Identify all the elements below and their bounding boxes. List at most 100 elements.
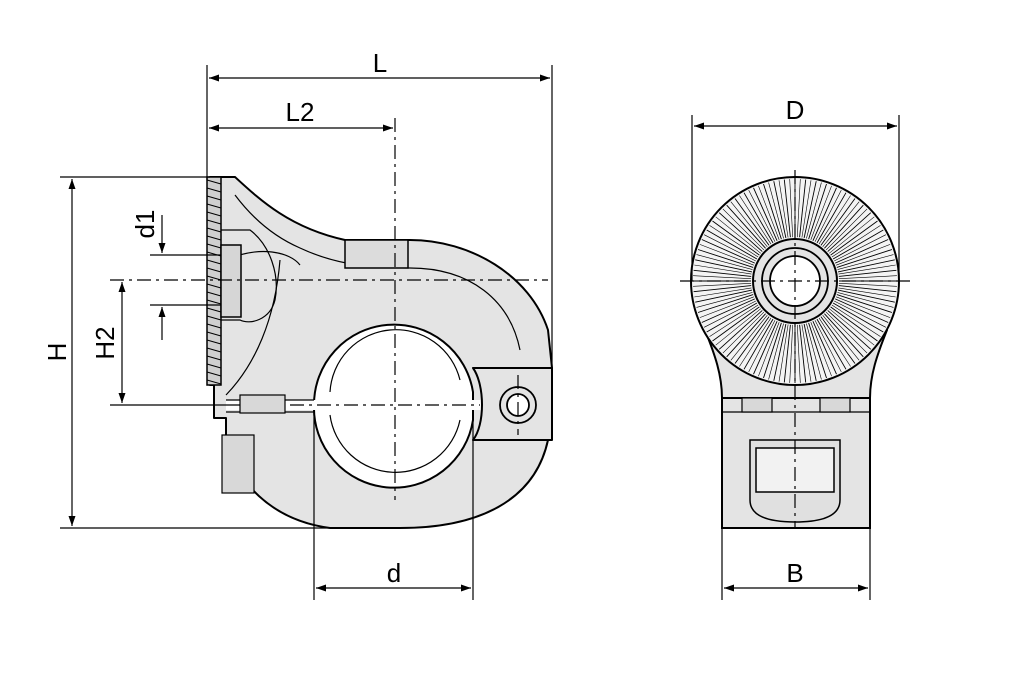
grip-fin bbox=[837, 292, 894, 308]
grip-fin bbox=[722, 311, 765, 354]
grip-fin bbox=[694, 287, 752, 298]
grip-fin bbox=[825, 311, 868, 354]
grip-fin bbox=[825, 208, 868, 251]
grip-fin bbox=[827, 310, 872, 350]
grip-fin bbox=[824, 204, 864, 249]
grip-fin bbox=[814, 189, 842, 242]
grip-fin bbox=[722, 208, 765, 251]
grip-fin bbox=[743, 318, 774, 370]
grip-fin bbox=[820, 198, 856, 246]
grip-fin bbox=[778, 324, 789, 382]
grip-fin bbox=[773, 181, 787, 239]
grip-fin bbox=[838, 275, 897, 279]
grip-fin bbox=[838, 264, 896, 275]
grip-fin bbox=[697, 294, 754, 313]
label-d1: d1 bbox=[130, 210, 160, 239]
grip-fin bbox=[773, 323, 787, 381]
grip-fin bbox=[696, 254, 753, 270]
grip-fin bbox=[783, 179, 791, 238]
grip-fin bbox=[753, 187, 778, 241]
grip-fin bbox=[730, 201, 768, 247]
label-d: d bbox=[387, 558, 401, 588]
side-view: L L2 H H2 d1 d bbox=[42, 48, 553, 600]
grip-fin bbox=[703, 300, 756, 328]
grip-fin bbox=[837, 254, 894, 270]
label-D: D bbox=[786, 95, 805, 125]
grip-fin bbox=[706, 229, 758, 260]
label-B: B bbox=[786, 558, 803, 588]
front-hinge-tab-2 bbox=[819, 397, 851, 413]
serration-teeth bbox=[206, 179, 222, 385]
grip-fin bbox=[801, 180, 812, 238]
grip-fin bbox=[696, 292, 753, 308]
grip-fin bbox=[832, 229, 884, 260]
grip-fin bbox=[799, 324, 807, 383]
grip-fin bbox=[789, 179, 793, 238]
grip-fin bbox=[697, 249, 754, 268]
grip-fin bbox=[829, 216, 875, 254]
grip-fin bbox=[806, 182, 822, 239]
grip-disc-fins bbox=[693, 179, 897, 383]
grip-fin bbox=[712, 306, 760, 342]
grip-fin bbox=[816, 318, 847, 370]
grip-fin bbox=[830, 306, 878, 342]
grip-fin bbox=[837, 259, 895, 273]
grip-fin bbox=[806, 323, 822, 380]
grip-fin bbox=[693, 283, 752, 287]
bore-rim bbox=[329, 329, 461, 473]
top-band bbox=[344, 239, 409, 269]
grip-fin bbox=[783, 324, 791, 383]
grip-fin bbox=[718, 310, 763, 350]
grip-fin bbox=[734, 198, 770, 246]
grip-fin bbox=[835, 298, 889, 323]
grip-fin bbox=[715, 216, 761, 254]
grip-fin bbox=[827, 212, 872, 252]
grip-fin bbox=[838, 283, 897, 287]
grip-fin bbox=[834, 300, 887, 328]
label-H: H bbox=[42, 343, 72, 362]
grip-fin bbox=[768, 323, 784, 380]
grip-fin bbox=[801, 324, 812, 382]
grip-fin bbox=[808, 183, 827, 240]
grip-fin bbox=[734, 316, 770, 364]
grip-fin bbox=[799, 179, 807, 238]
front-hinge-tab-1 bbox=[741, 397, 773, 413]
grip-fin bbox=[763, 322, 782, 379]
grip-fin bbox=[703, 234, 756, 262]
grip-fin bbox=[712, 220, 760, 256]
grip-fin bbox=[831, 225, 881, 258]
grip-fin bbox=[739, 195, 772, 245]
grip-fin bbox=[694, 264, 752, 275]
grip-fin bbox=[763, 183, 782, 240]
grip-fin bbox=[726, 204, 766, 249]
label-L: L bbox=[373, 48, 387, 78]
grip-fin bbox=[816, 192, 847, 244]
grip-fin bbox=[830, 220, 878, 256]
grip-fin bbox=[803, 323, 817, 381]
collar-pocket bbox=[221, 229, 277, 323]
grip-fin bbox=[822, 315, 860, 361]
grip-fin bbox=[834, 234, 887, 262]
grip-fin bbox=[810, 185, 832, 241]
grip-fin bbox=[693, 269, 752, 277]
grip-fin bbox=[743, 192, 774, 244]
grip-fin bbox=[812, 321, 837, 375]
grip-fin bbox=[820, 316, 856, 364]
grip-fin bbox=[758, 321, 780, 377]
grip-fin bbox=[835, 239, 889, 264]
grip-fin bbox=[797, 179, 801, 238]
grip-fin bbox=[695, 289, 753, 303]
grip-fin bbox=[838, 285, 897, 293]
grip-fin bbox=[699, 296, 755, 318]
label-H2: H2 bbox=[90, 326, 120, 359]
grip-fin bbox=[832, 302, 884, 333]
lower-lug bbox=[221, 434, 255, 494]
grip-fin bbox=[835, 244, 891, 266]
grip-fin bbox=[836, 294, 893, 313]
collar-insert bbox=[220, 244, 242, 318]
grip-fin bbox=[838, 269, 897, 277]
grip-fin bbox=[699, 244, 755, 266]
grip-fin bbox=[701, 298, 755, 323]
serrated-plate bbox=[206, 176, 222, 386]
